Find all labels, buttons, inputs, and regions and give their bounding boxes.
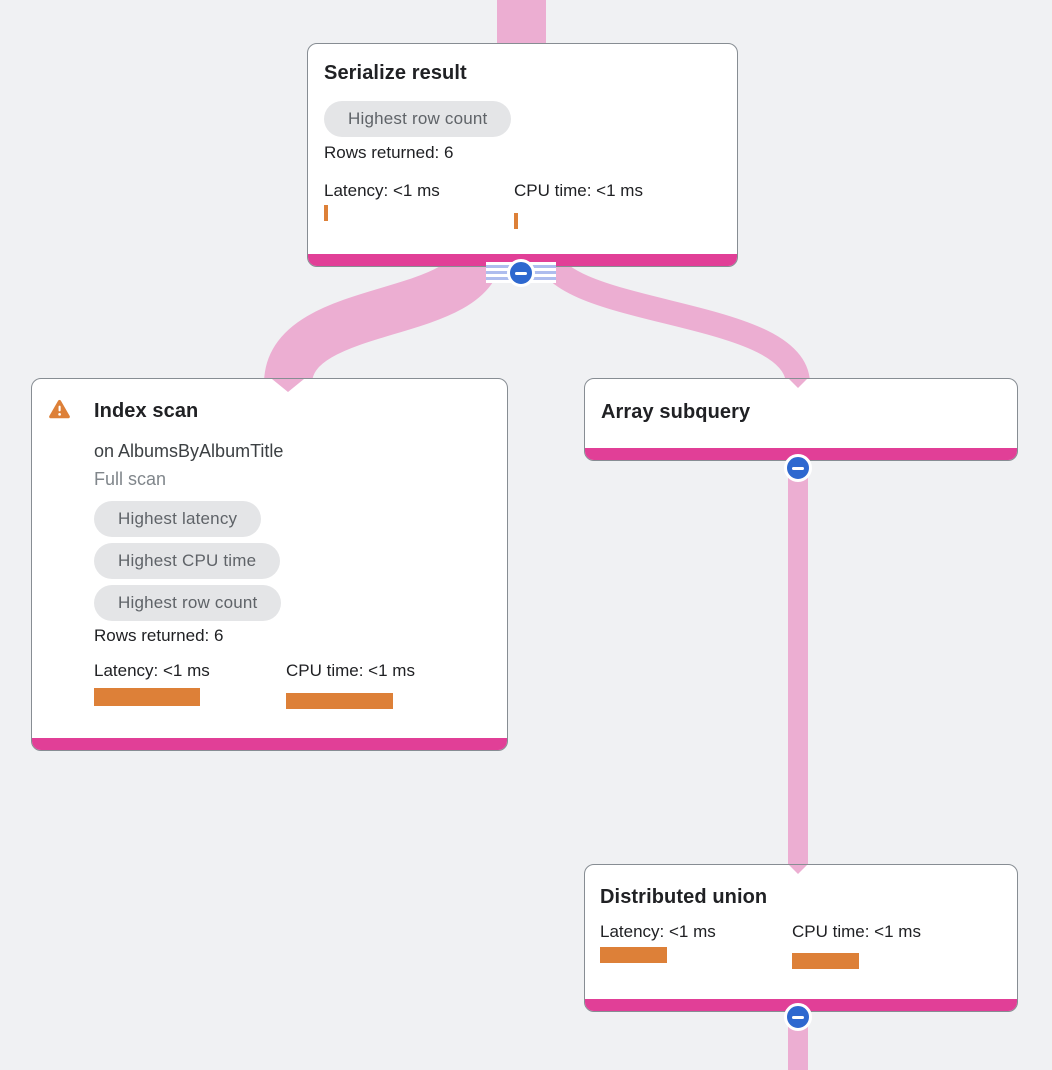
node-title: Serialize result [324,62,467,84]
latency-bar [324,205,328,221]
latency-label: Latency: <1 ms [94,661,210,680]
edge-array-subquery-to-distributed-union [788,450,808,870]
node-accent-bar [32,738,507,750]
badge-highest-latency: Highest latency [94,501,262,537]
edge-serialize-result-to-index-scan [264,244,503,387]
plan-node-distributed-union[interactable]: Distributed union Latency: <1 ms CPU tim… [584,864,1018,1012]
badge-highest-row-count: Highest row count [324,101,512,137]
collapse-minus-icon[interactable] [507,259,535,287]
plan-node-array-subquery[interactable]: Array subquery [584,378,1018,461]
plan-node-serialize-result[interactable]: Serialize result Highest row count Rows … [307,43,738,267]
full-scan-note: Full scan [94,469,167,489]
cpu-time-label: CPU time: <1 ms [514,181,643,200]
latency-label: Latency: <1 ms [324,181,440,200]
node-title: Index scan [94,400,199,422]
cpu-time-bar [286,693,393,709]
node-title: Array subquery [601,401,751,423]
node-subtitle: on AlbumsByAlbumTitle [94,441,284,461]
badge-highest-cpu-time: Highest CPU time [94,543,281,579]
latency-bar [600,947,667,963]
rows-returned-label: Rows returned: 6 [94,626,224,645]
collapse-minus-icon[interactable] [784,454,812,482]
node-title: Distributed union [600,886,768,908]
cpu-time-bar [514,213,518,229]
plan-node-index-scan[interactable]: Index scan on AlbumsByAlbumTitle Full sc… [31,378,508,751]
collapse-minus-icon[interactable] [784,1003,812,1031]
cpu-time-label: CPU time: <1 ms [792,922,921,941]
latency-label: Latency: <1 ms [600,922,716,941]
badge-highest-row-count: Highest row count [94,585,282,621]
warning-icon [49,399,70,419]
latency-bar [94,688,200,706]
cpu-time-label: CPU time: <1 ms [286,661,415,680]
edge-serialize-result-to-array-subquery [534,246,810,386]
rows-returned-label: Rows returned: 6 [324,143,454,162]
cpu-time-bar [792,953,859,969]
